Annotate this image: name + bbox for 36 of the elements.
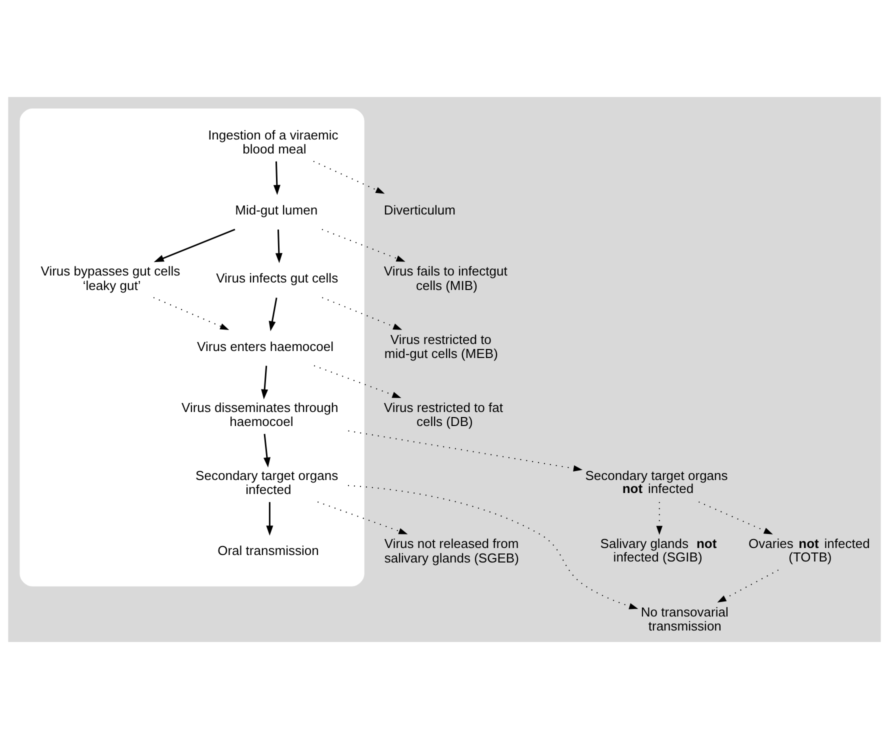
node-text: Oral transmission bbox=[218, 543, 319, 558]
arrow bbox=[264, 434, 270, 468]
node-text: Virus not released from salivary glands (SGEB) bbox=[384, 536, 519, 566]
node-text: Secondary target organs infected bbox=[196, 468, 338, 498]
arrow bbox=[275, 230, 282, 264]
node-text: Ovaries not infected (TOTB) bbox=[748, 536, 870, 564]
arrow bbox=[322, 297, 402, 330]
arrow bbox=[322, 228, 406, 262]
arrow bbox=[273, 161, 280, 195]
node-text: Mid-gut lumen bbox=[235, 202, 318, 218]
node-text: Virus enters haemocoel bbox=[197, 338, 334, 354]
arrow bbox=[154, 228, 236, 262]
arrow bbox=[268, 298, 278, 332]
arrow bbox=[266, 502, 274, 536]
arrow bbox=[348, 430, 583, 472]
node-text: Virus disseminates through haemocoel bbox=[182, 400, 338, 430]
arrow bbox=[348, 485, 638, 610]
arrow bbox=[314, 365, 402, 398]
node-text: Virus fails to infectgut cells (MIB) bbox=[384, 264, 508, 293]
node-text: Virus restricted to fat cells (DB) bbox=[384, 400, 504, 430]
cluster bbox=[20, 108, 364, 586]
arrow bbox=[656, 502, 663, 535]
node-text: No transovarial transmission bbox=[640, 604, 728, 634]
arrow bbox=[317, 501, 408, 534]
arrow bbox=[261, 366, 268, 400]
arrow bbox=[698, 501, 773, 534]
node-text: Virus bypasses gut cells ‘leaky gut’ bbox=[40, 264, 180, 293]
node-text: Secondary target organs not infected bbox=[585, 468, 728, 496]
node-text: Virus restricted to mid-gut cells (MEB) bbox=[384, 332, 498, 361]
node-text: Ingestion of a viraemic blood meal bbox=[208, 127, 338, 157]
node-text: Diverticulum bbox=[384, 202, 456, 218]
arrow bbox=[312, 160, 385, 194]
node-text: Salivary glands not infected (SGIB) bbox=[600, 536, 717, 564]
node-text: Virus infects gut cells bbox=[216, 270, 338, 286]
arrow bbox=[153, 297, 230, 330]
arrow bbox=[717, 570, 779, 603]
